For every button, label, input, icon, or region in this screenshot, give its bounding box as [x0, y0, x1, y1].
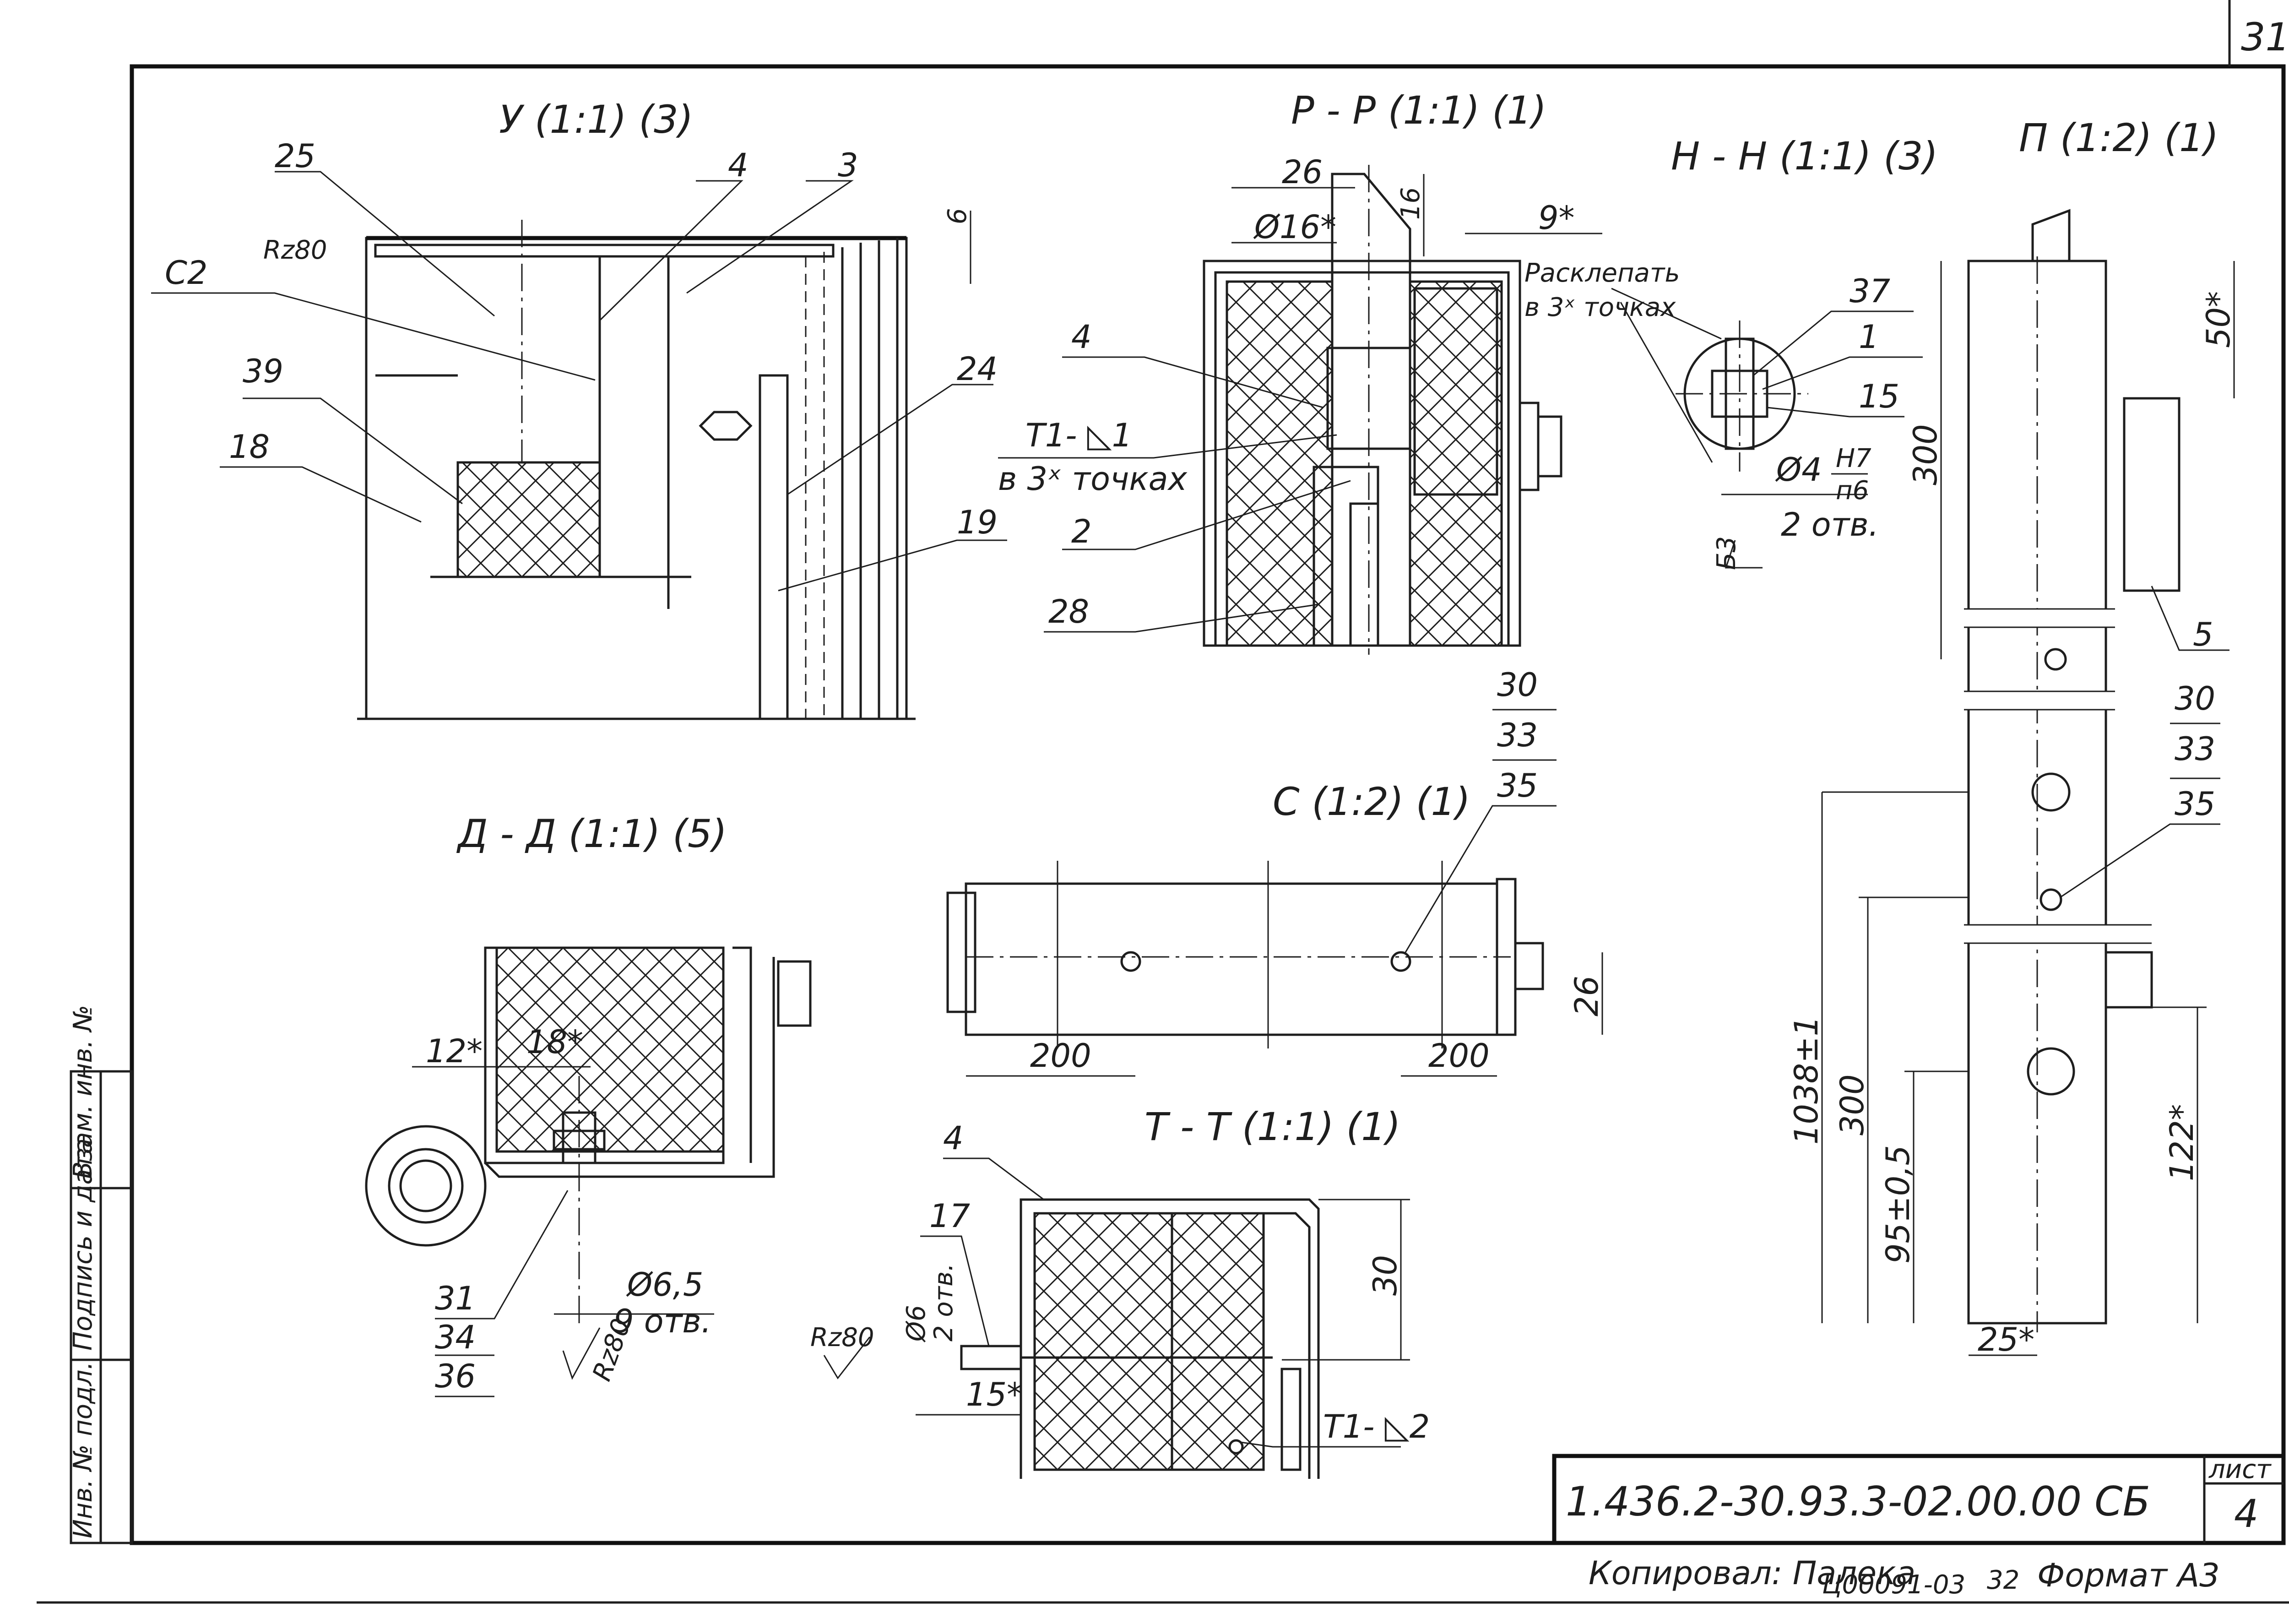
view-dd-title: Д - Д (1:1) (5): [456, 811, 727, 856]
stamp-replace: Взам. инв. №: [68, 1005, 98, 1179]
view-hh: Н - Н (1:1) (3) 37 1 15 Ø4 H7 п6 2 отв. …: [1671, 134, 1938, 570]
footer-page: 32: [1987, 1565, 2019, 1595]
hh-hole-dim: Ø4: [1775, 451, 1822, 489]
p-label-33: 33: [2175, 730, 2215, 768]
view-rr-title: Р - Р (1:1) (1): [1291, 88, 1546, 133]
p-label-30: 30: [2175, 680, 2215, 717]
p-label-1038: 1038±1: [1788, 1016, 1825, 1145]
dd-label-rz80: Rz80: [587, 1314, 637, 1385]
rr-note-2: в 3ˣ точках: [1524, 293, 1676, 322]
stamp-signature: Подпись и дата: [68, 1138, 98, 1351]
c-label-26: 26: [1568, 976, 1606, 1016]
hh-holes: 2 отв.: [1781, 506, 1879, 543]
footer-format: Формат А3: [2037, 1557, 2220, 1594]
document-code: 1.436.2-30.93.3-02.00.00 СБ: [1566, 1478, 2150, 1525]
view-dd: Д - Д (1:1) (5) 12* 18* Ø6,5 9 отв. 31 3…: [365, 811, 812, 1397]
c-label-200-left: 200: [1030, 1037, 1091, 1075]
hh-label-1: 1: [1859, 318, 1879, 356]
c-label-30: 30: [1497, 666, 1538, 704]
view-rr: Р - Р (1:1) (1) 26 Ø16* 16 9* 4 Т1- ◺1 в…: [998, 88, 1722, 655]
u-label-c2: С2: [165, 254, 207, 292]
rr-label-t1: Т1- ◺1: [1025, 417, 1132, 454]
hh-fit-num: H7: [1836, 444, 1871, 473]
dd-label-36: 36: [435, 1358, 476, 1395]
hh-fit-den: п6: [1836, 476, 1869, 505]
rr-note-1: Расклепать: [1524, 258, 1680, 288]
rr-label-9: 9*: [1538, 199, 1575, 237]
tt-label-30: 30: [1367, 1255, 1404, 1296]
stamp-inv: Инв. № подл.: [68, 1362, 98, 1538]
hh-label-37: 37: [1850, 272, 1890, 310]
rr-label-26: 26: [1282, 153, 1323, 191]
p-label-300-bottom: 300: [1833, 1074, 1871, 1135]
footer-order: Ц00091-03: [1822, 1570, 1965, 1600]
side-stamp: Инв. № подл. Подпись и дата Взам. инв. №: [68, 1005, 133, 1544]
view-tt: Т - Т (1:1) (1) 4 17 Ø6 2 отв. Rz80 15* …: [810, 1104, 1430, 1479]
p-label-122: 122*: [2163, 1104, 2201, 1181]
tt-label-d6: Ø6: [901, 1305, 931, 1342]
tt-label-17: 17: [929, 1197, 970, 1235]
u-label-19: 19: [957, 504, 998, 541]
tt-label-t1: Т1- ◺2: [1323, 1408, 1430, 1445]
rr-label-3pts: в 3ˣ точках: [998, 460, 1187, 498]
u-dim-6: 6: [943, 208, 972, 224]
view-c-title: С (1:2) (1): [1273, 779, 1470, 824]
view-tt-title: Т - Т (1:1) (1): [1144, 1104, 1400, 1149]
tt-label-4: 4: [943, 1119, 964, 1157]
tt-label-rz80: Rz80: [810, 1323, 874, 1352]
u-label-25: 25: [275, 137, 315, 175]
u-label-24: 24: [957, 350, 998, 388]
view-u-title: У (1:1) (3): [499, 97, 693, 142]
p-label-25: 25*: [1978, 1321, 2034, 1358]
sheet-frame: 31: [37, 0, 2289, 1604]
view-p: П (1:2) (1) 300 50* 5 30 33 35 1038±1: [1788, 115, 2237, 1358]
view-hh-title: Н - Н (1:1) (3): [1671, 134, 1938, 179]
c-label-200-right: 200: [1428, 1037, 1490, 1075]
corner-number: 31: [2241, 15, 2289, 60]
dd-label-31: 31: [435, 1280, 476, 1317]
footer-copied: Копировал: Палека: [1589, 1554, 1915, 1592]
p-label-5: 5: [2193, 616, 2213, 653]
tt-label-15: 15*: [966, 1376, 1023, 1413]
rr-label-d16: Ø16*: [1253, 208, 1336, 246]
view-u: У (1:1) (3) 25 4 3 С2 Rz80 39 18: [151, 97, 1007, 720]
u-label-18: 18: [229, 428, 270, 466]
view-c: С (1:2) (1) 200 200 26 30 33 35: [946, 666, 1606, 1077]
p-label-50: 50*: [2200, 291, 2237, 348]
sheet-label: лист: [2208, 1455, 2272, 1484]
u-label-4: 4: [728, 147, 749, 184]
dd-label-12: 12*: [426, 1032, 483, 1070]
rr-label-16: 16: [1396, 187, 1426, 220]
hh-label-15: 15: [1859, 378, 1899, 415]
p-label-300-top: 300: [1907, 424, 1944, 485]
hh-weld: Б3: [1712, 536, 1741, 570]
u-label-3: 3: [838, 147, 858, 184]
p-label-35: 35: [2175, 785, 2215, 823]
title-block: 1.436.2-30.93.3-02.00.00 СБ лист 4: [1552, 1454, 2286, 1545]
view-p-title: П (1:2) (1): [2019, 115, 2218, 160]
dd-label-d65: Ø6,5: [626, 1266, 703, 1304]
rr-label-4: 4: [1071, 318, 1092, 356]
rr-label-28: 28: [1048, 593, 1089, 630]
dd-label-34: 34: [435, 1319, 476, 1356]
u-label-39: 39: [243, 353, 283, 390]
c-label-35: 35: [1497, 767, 1538, 804]
footer: Копировал: Палека Ц00091-03 32 Формат А3: [1589, 1554, 2220, 1600]
p-label-95: 95±0,5: [1879, 1145, 1917, 1264]
rr-label-2: 2: [1071, 513, 1092, 550]
u-label-rz80: Rz80: [263, 235, 327, 265]
dd-label-9holes: 9 отв.: [613, 1303, 711, 1340]
tt-label-2holes: 2 отв.: [929, 1263, 959, 1342]
dd-label-18: 18*: [526, 1023, 583, 1061]
c-label-33: 33: [1497, 717, 1538, 754]
sheet-number: 4: [2234, 1491, 2258, 1536]
